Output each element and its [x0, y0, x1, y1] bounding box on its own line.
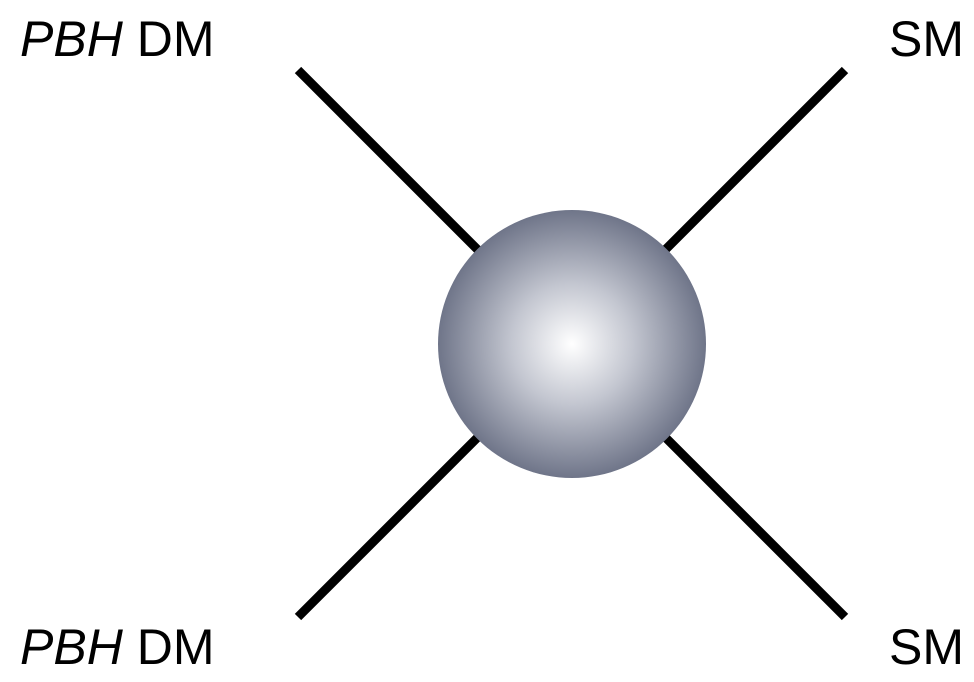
label-dm: DM	[136, 619, 215, 675]
label-sm-top: SM	[889, 14, 964, 64]
label-pbh-italic: PBH	[20, 11, 123, 67]
label-dm: DM	[136, 11, 215, 67]
label-pbh-dm-bottom: PBH DM	[20, 622, 214, 672]
leg-top-left	[294, 66, 489, 261]
label-sm: SM	[889, 11, 964, 67]
label-pbh-italic: PBH	[20, 619, 123, 675]
label-sm: SM	[889, 619, 964, 675]
leg-bottom-right	[654, 426, 849, 621]
label-sm-bottom: SM	[889, 622, 964, 672]
leg-top-right	[654, 66, 849, 261]
interaction-blob	[438, 210, 706, 478]
leg-bottom-left	[294, 426, 489, 621]
label-pbh-dm-top: PBH DM	[20, 14, 214, 64]
